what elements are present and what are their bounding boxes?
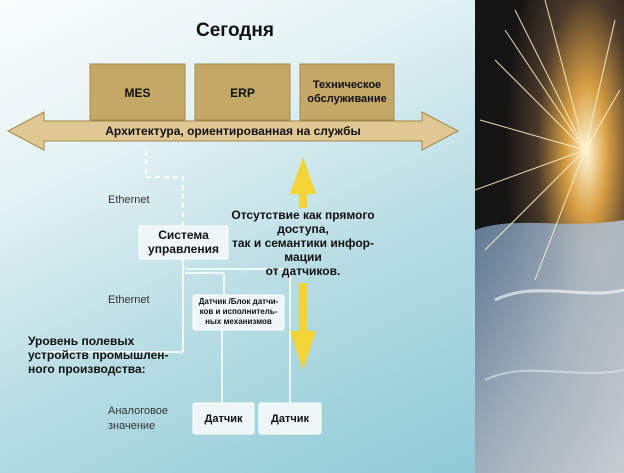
erp-box — [194, 63, 291, 121]
ethernet-dashed-link — [145, 150, 184, 226]
diagram-title: Сегодня — [196, 20, 274, 41]
analog-value-label: Аналоговое значение — [108, 405, 169, 432]
bus-label: Архитектура, ориентированная на службы — [105, 124, 361, 138]
yellow-arrow-head-up — [290, 157, 316, 194]
welding-sparks-photo — [475, 0, 624, 473]
ethernet-label-bottom: Ethernet — [108, 294, 150, 306]
sensor-block-box — [192, 294, 285, 331]
annotation-text: Отсутствие как прямого доступа, так и се… — [231, 208, 375, 278]
bus-double-arrow — [6, 111, 460, 151]
sensor-block-label: Датчик /Блок датчи- ков и исполнитель- н… — [198, 297, 279, 326]
erp-label: ERP — [230, 86, 255, 100]
architecture-diagram — [6, 63, 460, 435]
ethernet-label-top: Ethernet — [108, 194, 150, 206]
control-system-label: Система управления — [148, 228, 219, 256]
control-system-box — [138, 225, 229, 260]
sensor-box-2 — [258, 402, 322, 435]
sensor-label-1: Датчик — [204, 413, 243, 425]
field-level-label: Уровень полевых устройств промышлен- ног… — [28, 334, 169, 376]
maintenance-label: Техническое обслуживание — [307, 79, 387, 105]
mes-box — [89, 63, 186, 121]
yellow-arrow-shaft-bottom — [299, 283, 307, 333]
sensor-label-2: Датчик — [271, 413, 309, 425]
maintenance-box — [299, 63, 395, 121]
sensor-box-1 — [192, 402, 255, 435]
yellow-arrow-shaft-top — [299, 192, 307, 208]
mes-label: MES — [124, 86, 151, 100]
yellow-arrow-head-down — [290, 331, 316, 370]
device-connectors — [45, 258, 291, 403]
